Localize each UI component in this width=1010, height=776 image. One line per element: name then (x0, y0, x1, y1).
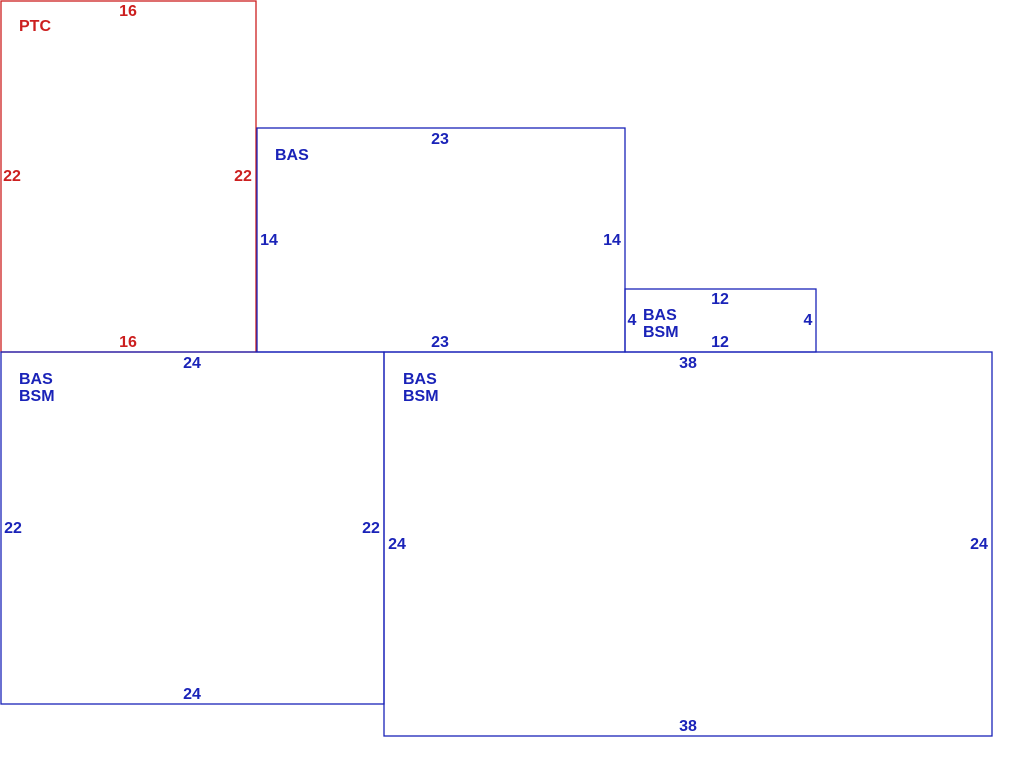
dimension-label-left: 14 (260, 232, 278, 249)
dimension-label-bottom: 23 (431, 334, 449, 351)
dimension-label-top: 38 (679, 355, 697, 372)
dimension-label-left: 22 (4, 520, 22, 537)
area-bas-upper: BAS 23 23 14 14 (256, 127, 626, 353)
area-code-label: PTC (19, 18, 51, 35)
dimension-label-left: 22 (3, 168, 21, 185)
area-code-label: BSM (403, 388, 439, 405)
dimension-label-right: 24 (970, 536, 988, 553)
dimension-label-bottom: 38 (679, 718, 697, 735)
area-code-label: BAS (275, 147, 309, 164)
area-code-label: BAS (403, 371, 437, 388)
area-outline (0, 351, 385, 705)
dimension-label-right: 4 (804, 312, 813, 329)
dimension-label-bottom: 24 (183, 686, 201, 703)
area-code-label: BAS (19, 371, 53, 388)
area-code-label: BSM (643, 324, 679, 341)
dimension-label-right: 22 (234, 168, 252, 185)
area-code-label: BSM (19, 388, 55, 405)
area-ptc: PTC 16 16 22 22 (0, 0, 257, 353)
dimension-label-top: 12 (711, 291, 729, 308)
dimension-label-left: 24 (388, 536, 406, 553)
dimension-label-right: 14 (603, 232, 621, 249)
area-outline (0, 0, 257, 353)
dimension-label-bottom: 12 (711, 334, 729, 351)
dimension-label-top: 24 (183, 355, 201, 372)
dimension-label-top: 16 (119, 3, 137, 20)
dimension-label-top: 23 (431, 131, 449, 148)
dimension-label-bottom: 16 (119, 334, 137, 351)
area-outline (383, 351, 993, 737)
area-outline (256, 127, 626, 353)
dimension-label-right: 22 (362, 520, 380, 537)
area-code-label: BAS (643, 307, 677, 324)
dimension-label-left: 4 (628, 312, 637, 329)
